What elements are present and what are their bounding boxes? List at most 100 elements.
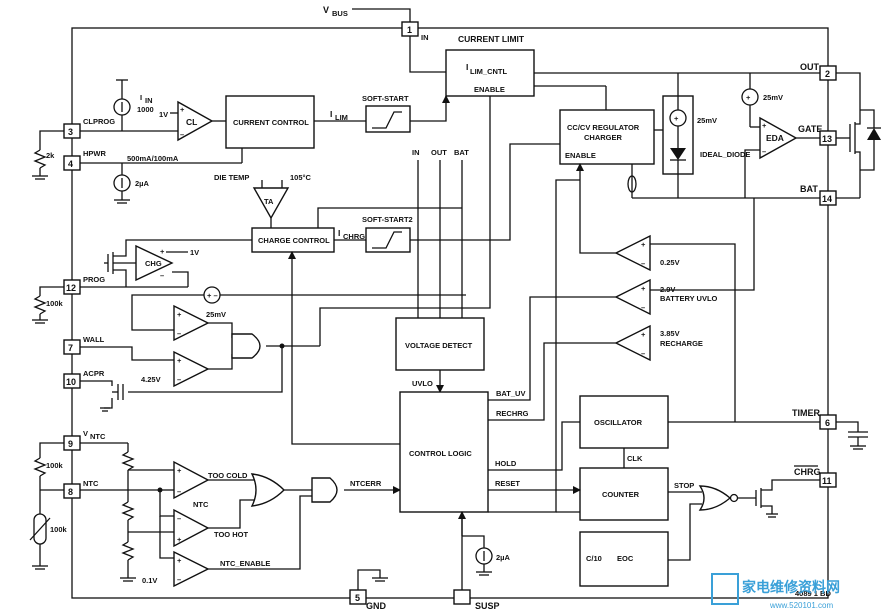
svg-text:12: 12 — [66, 283, 76, 293]
svg-text:2µA: 2µA — [496, 553, 510, 562]
svg-text:CL: CL — [186, 117, 197, 127]
svg-text:EDA: EDA — [766, 133, 784, 143]
svg-text:NTC: NTC — [83, 479, 99, 488]
svg-text:CHG: CHG — [145, 259, 162, 268]
svg-text:ACPR: ACPR — [83, 369, 105, 378]
svg-text:1000: 1000 — [137, 105, 154, 114]
svg-text:13: 13 — [822, 134, 832, 144]
svg-text:BAT: BAT — [454, 148, 469, 157]
svg-text:ENABLE: ENABLE — [565, 151, 596, 160]
svg-text:+: + — [177, 310, 182, 319]
svg-text:25mV: 25mV — [206, 310, 226, 319]
svg-text:PROG: PROG — [83, 275, 105, 284]
chip-outline — [71, 27, 829, 599]
svg-text:DIE TEMP: DIE TEMP — [214, 173, 249, 182]
svg-text:–: – — [177, 375, 181, 384]
svg-text:SUSP: SUSP — [475, 601, 500, 611]
svg-text:–: – — [160, 271, 164, 280]
svg-text:RECHRG: RECHRG — [496, 409, 529, 418]
svg-text:–: – — [177, 514, 181, 523]
svg-text:LIM: LIM — [335, 113, 348, 122]
svg-text:CHRG: CHRG — [794, 467, 821, 477]
svg-text:5: 5 — [355, 593, 360, 603]
svg-text:100k: 100k — [46, 299, 64, 308]
charge-control-block: CHARGE CONTROL I CHRG SOFT-START2 — [251, 143, 560, 360]
svg-text:I: I — [330, 109, 332, 119]
svg-text:GND: GND — [366, 601, 387, 611]
svg-text:TOO HOT: TOO HOT — [214, 530, 248, 539]
svg-text:CURRENT LIMIT: CURRENT LIMIT — [458, 34, 525, 44]
svg-text:+: + — [180, 105, 185, 114]
voltage-taps: IN OUT BAT VOLTAGE DETECT UVLO — [319, 96, 491, 393]
svg-text:4089 1 BD: 4089 1 BD — [795, 589, 831, 598]
timer-section: OSCILLATOR CLK COUNTER C/10 EOC HOLD RES… — [488, 179, 868, 587]
watermark: 家电维修资料网 www.520101.com — [711, 573, 840, 610]
svg-text:4.25V: 4.25V — [141, 375, 161, 384]
svg-text:+: + — [177, 556, 182, 565]
svg-text:CC/CV REGULATOR: CC/CV REGULATOR — [567, 123, 640, 132]
svg-text:0.1V: 0.1V — [142, 576, 157, 585]
svg-text:+ –: + – — [207, 291, 218, 300]
svg-text:CLK: CLK — [627, 454, 643, 463]
svg-text:–: – — [177, 487, 181, 496]
svg-text:BAT: BAT — [800, 184, 818, 194]
svg-text:www.520101.com: www.520101.com — [769, 601, 833, 610]
svg-text:–: – — [641, 259, 645, 268]
svg-text:–: – — [177, 329, 181, 338]
wall-acpr-section: + – 25mV + – 7 WALL + – 4.25V 10 ACPR — [63, 286, 466, 412]
bat-pin: BAT 14 — [632, 184, 860, 206]
cccv-charger-block: CC/CV REGULATOR CHARGER ENABLE — [534, 85, 663, 198]
svg-text:BAT_UV: BAT_UV — [496, 389, 525, 398]
svg-text:NTC: NTC — [193, 500, 209, 509]
svg-text:V: V — [83, 429, 88, 438]
svg-text:+: + — [177, 466, 182, 475]
svg-text:100k: 100k — [50, 525, 68, 534]
svg-text:10: 10 — [66, 377, 76, 387]
prog-section: 12 PROG 100k CHG + – 1V — [32, 239, 252, 324]
svg-text:SOFT-START: SOFT-START — [362, 94, 409, 103]
svg-text:25mV: 25mV — [697, 116, 717, 125]
svg-text:+: + — [762, 121, 767, 130]
svg-text:I: I — [140, 93, 142, 102]
svg-text:+: + — [746, 93, 751, 102]
svg-text:BUS: BUS — [332, 9, 348, 18]
svg-text:RESET: RESET — [495, 479, 520, 488]
svg-text:HPWR: HPWR — [83, 149, 106, 158]
svg-text:CHRG: CHRG — [343, 232, 365, 241]
svg-text:I: I — [466, 62, 468, 72]
svg-text:6: 6 — [825, 418, 830, 428]
svg-text:C/10: C/10 — [586, 554, 602, 563]
svg-text:1: 1 — [407, 25, 412, 35]
clprog-section: 3 CLPROG 2k I IN 1000 CL + – 1V CURRENT … — [32, 79, 450, 180]
svg-text:+: + — [177, 356, 182, 365]
svg-text:NTCERR: NTCERR — [350, 479, 382, 488]
right-comparators: + – 0.25V + – 2.9V BATTERY UVLO BAT_UV +… — [488, 163, 755, 422]
svg-text:家电维修资料网: 家电维修资料网 — [742, 579, 840, 595]
svg-text:CONTROL LOGIC: CONTROL LOGIC — [409, 449, 472, 458]
svg-text:TA: TA — [264, 197, 274, 206]
svg-text:ENABLE: ENABLE — [474, 85, 505, 94]
external-pmos — [836, 109, 881, 198]
svg-text:EOC: EOC — [617, 554, 634, 563]
svg-text:IN: IN — [412, 148, 420, 157]
svg-text:11: 11 — [822, 476, 832, 486]
svg-text:HOLD: HOLD — [495, 459, 517, 468]
svg-text:–: – — [641, 303, 645, 312]
svg-text:100k: 100k — [46, 461, 64, 470]
svg-text:IDEAL_DIODE: IDEAL_DIODE — [700, 150, 750, 159]
svg-text:2k: 2k — [46, 151, 55, 160]
svg-text:+: + — [641, 284, 646, 293]
svg-text:UVLO: UVLO — [412, 379, 433, 388]
svg-text:2: 2 — [825, 69, 830, 79]
svg-text:CHARGE CONTROL: CHARGE CONTROL — [258, 236, 330, 245]
out-pin: OUT 2 — [800, 62, 861, 110]
svg-text:3: 3 — [68, 127, 73, 137]
svg-text:GATE: GATE — [798, 124, 822, 134]
vbus-net: V BUS 1 IN — [323, 5, 446, 73]
svg-text:OUT: OUT — [800, 62, 820, 72]
hpwr-section: 4 HPWR 500mA/100mA 2µA — [63, 148, 243, 204]
svg-text:–: – — [180, 130, 184, 139]
svg-text:+: + — [674, 114, 679, 123]
svg-text:2µA: 2µA — [135, 179, 149, 188]
